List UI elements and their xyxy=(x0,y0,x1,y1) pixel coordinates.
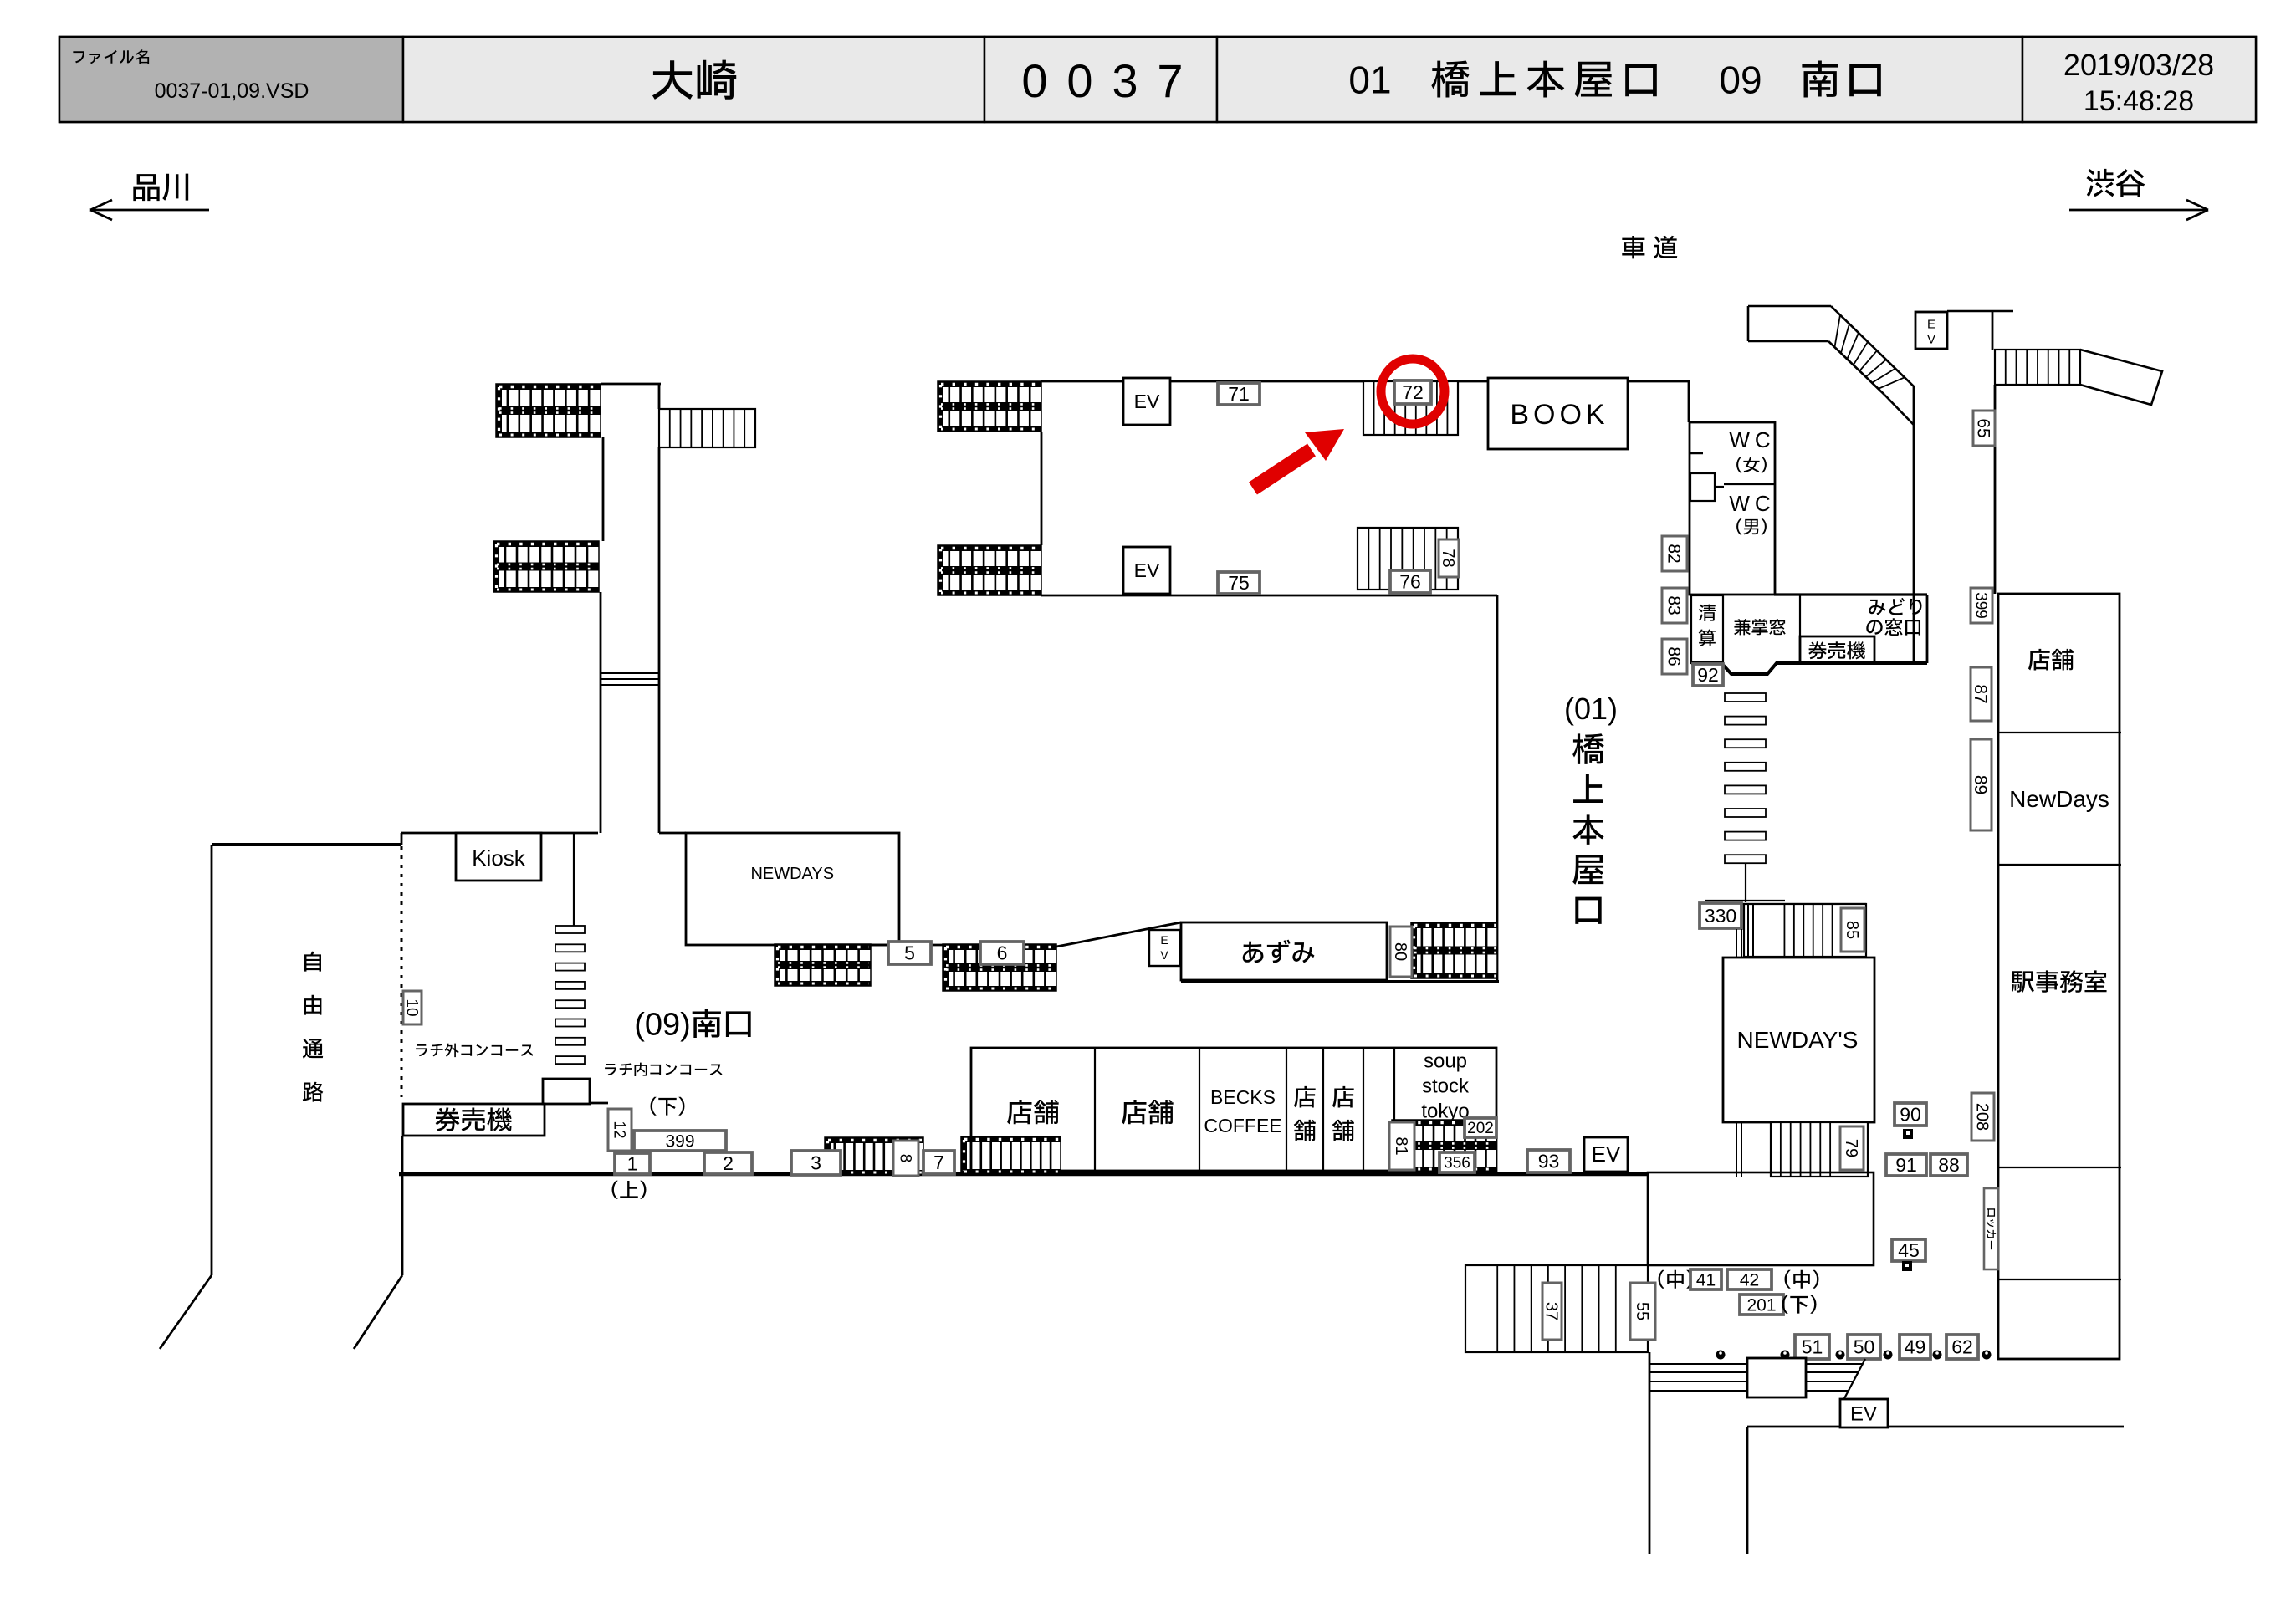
svg-text:E: E xyxy=(1927,317,1935,331)
svg-text:62: 62 xyxy=(1951,1336,1973,1358)
svg-text:WC: WC xyxy=(1729,427,1775,452)
svg-text:72: 72 xyxy=(1402,381,1424,403)
svg-text:65: 65 xyxy=(1974,418,1993,437)
svg-text:soup: soup xyxy=(1424,1050,1467,1073)
svg-text:79: 79 xyxy=(1842,1139,1860,1157)
svg-text:78: 78 xyxy=(1439,549,1457,567)
svg-text:71: 71 xyxy=(1228,383,1250,405)
svg-text:EV: EV xyxy=(1592,1141,1621,1167)
svg-text:15:48:28: 15:48:28 xyxy=(2084,85,2194,117)
svg-text:7: 7 xyxy=(1157,54,1183,107)
svg-text:Kiosk: Kiosk xyxy=(472,845,526,871)
svg-text:V: V xyxy=(1927,332,1935,346)
svg-text:45: 45 xyxy=(1898,1239,1920,1261)
svg-text:89: 89 xyxy=(1971,775,1990,794)
svg-text:5: 5 xyxy=(904,942,915,964)
svg-text:2019/03/28: 2019/03/28 xyxy=(2063,48,2214,82)
svg-text:88: 88 xyxy=(1938,1154,1960,1176)
svg-text:91: 91 xyxy=(1895,1154,1917,1176)
svg-text:8: 8 xyxy=(896,1154,913,1163)
svg-text:86: 86 xyxy=(1664,646,1684,666)
svg-text:85: 85 xyxy=(1843,921,1861,939)
svg-text:EV: EV xyxy=(1134,559,1160,581)
svg-text:83: 83 xyxy=(1664,595,1684,615)
svg-text:55: 55 xyxy=(1633,1302,1651,1320)
svg-text:399: 399 xyxy=(665,1131,694,1151)
svg-text:90: 90 xyxy=(1900,1104,1921,1126)
svg-text:356: 356 xyxy=(1444,1155,1470,1172)
svg-text:6: 6 xyxy=(997,942,1008,964)
svg-text:2: 2 xyxy=(723,1152,734,1174)
svg-text:202: 202 xyxy=(1467,1120,1494,1137)
svg-text:42: 42 xyxy=(1740,1270,1759,1289)
svg-text:92: 92 xyxy=(1697,664,1719,686)
svg-text:76: 76 xyxy=(1399,571,1421,593)
svg-text:01: 01 xyxy=(1348,58,1391,101)
svg-text:BECKS: BECKS xyxy=(1210,1086,1276,1108)
svg-text:41: 41 xyxy=(1696,1270,1716,1289)
svg-text:201: 201 xyxy=(1746,1295,1776,1315)
svg-text:NEWDAYS: NEWDAYS xyxy=(750,865,834,883)
svg-text:3: 3 xyxy=(811,1152,821,1174)
svg-text:EV: EV xyxy=(1850,1403,1877,1426)
svg-text:COFFEE: COFFEE xyxy=(1204,1115,1281,1136)
svg-text:330: 330 xyxy=(1705,905,1736,927)
svg-text:10: 10 xyxy=(402,998,420,1016)
svg-text:1: 1 xyxy=(627,1153,638,1175)
svg-text:09: 09 xyxy=(1719,58,1762,101)
svg-text:(09): (09) xyxy=(634,1007,691,1042)
svg-text:81: 81 xyxy=(1392,1136,1410,1155)
svg-text:82: 82 xyxy=(1664,544,1684,563)
svg-text:stock: stock xyxy=(1422,1075,1470,1098)
svg-text:tokyo: tokyo xyxy=(1421,1101,1469,1123)
svg-text:0: 0 xyxy=(1021,54,1047,107)
svg-text:E: E xyxy=(1160,933,1168,947)
svg-text:51: 51 xyxy=(1802,1336,1823,1358)
svg-text:49: 49 xyxy=(1905,1336,1926,1358)
svg-text:V: V xyxy=(1160,948,1168,962)
svg-text:3: 3 xyxy=(1112,54,1138,107)
svg-text:87: 87 xyxy=(1971,684,1990,703)
svg-text:12: 12 xyxy=(610,1121,627,1138)
svg-text:50: 50 xyxy=(1854,1336,1875,1358)
svg-text:75: 75 xyxy=(1228,572,1250,594)
svg-text:80: 80 xyxy=(1391,942,1409,961)
svg-text:(01): (01) xyxy=(1564,692,1618,726)
svg-text:37: 37 xyxy=(1542,1302,1560,1320)
svg-text:7: 7 xyxy=(933,1152,944,1173)
svg-text:NEWDAY'S: NEWDAY'S xyxy=(1737,1027,1859,1053)
svg-text:EV: EV xyxy=(1134,391,1160,412)
svg-text:WC: WC xyxy=(1729,491,1775,516)
svg-text:93: 93 xyxy=(1538,1151,1560,1172)
svg-text:0037-01,09.VSD: 0037-01,09.VSD xyxy=(155,79,309,103)
svg-text:NewDays: NewDays xyxy=(2009,786,2109,812)
svg-text:399: 399 xyxy=(1971,592,1989,619)
svg-text:208: 208 xyxy=(1972,1103,1991,1131)
svg-text:BOOK: BOOK xyxy=(1510,399,1608,431)
svg-text:0: 0 xyxy=(1066,54,1092,107)
